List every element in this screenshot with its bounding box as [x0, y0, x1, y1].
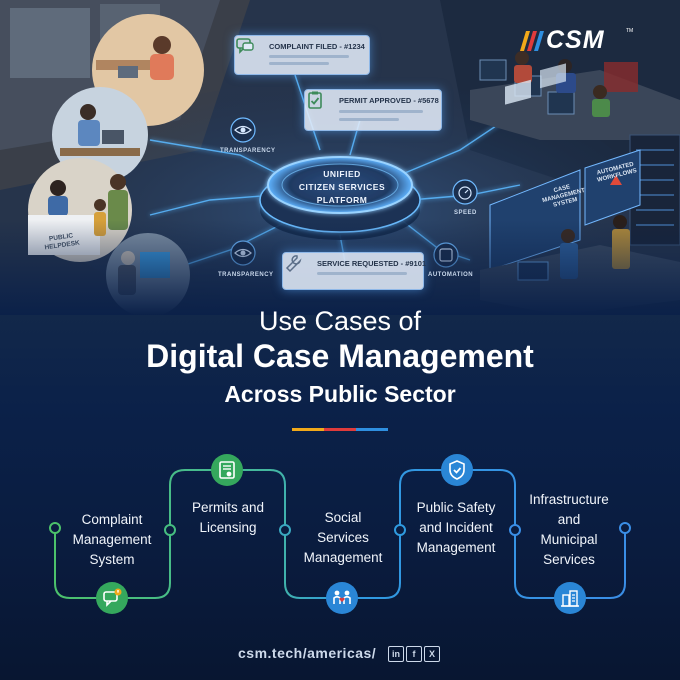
logo-trademark: TM [626, 28, 634, 34]
wrench-icon [285, 255, 302, 273]
people-heart-icon [326, 582, 358, 614]
step-social-services: Social Services Management [303, 510, 383, 565]
step-permits-licensing: Permits and Licensing [191, 500, 265, 535]
chat-alert-icon [96, 582, 128, 614]
clipboard-check-icon [308, 91, 322, 109]
shield-icon [441, 454, 473, 486]
chat-icon [236, 38, 254, 54]
logo-wordmark: CSM [546, 26, 605, 54]
logo-stripes-icon [520, 31, 544, 51]
service-requested-card: SERVICE REQUESTED - #9101 [282, 252, 427, 290]
facebook-icon[interactable]: f [406, 646, 422, 662]
x-twitter-icon[interactable]: X [424, 646, 440, 662]
hero-scene: COMPLAINT FILED - #1234 PERMIT APPROVED … [0, 0, 680, 315]
headline-line-2: Digital Case Management [146, 338, 534, 374]
step-public-safety: Public Safety and Incident Management [416, 500, 496, 555]
website-link[interactable]: csm.tech/americas/ [238, 645, 377, 661]
accent-bar-red [324, 428, 356, 431]
step-complaint-management: Complaint Management System [72, 512, 152, 567]
linkedin-icon[interactable]: in [388, 646, 404, 662]
stopwatch-icon [452, 179, 478, 205]
step-infrastructure: Infrastructure and Municipal Services [529, 492, 609, 567]
complaint-filed-card: COMPLAINT FILED - #1234 [234, 35, 370, 75]
use-case-flow: Complaint Management System Permits and … [0, 440, 680, 640]
platform-label: UNIFIED CITIZEN SERVICES PLATFORM [298, 169, 386, 205]
certificate-icon [211, 454, 243, 486]
accent-bar-blue [356, 428, 388, 431]
transparency-label-top: TRANSPARENCY [220, 148, 276, 154]
card-text: COMPLAINT FILED - #1234 [269, 42, 365, 51]
building-icon [554, 582, 586, 614]
card-text: SERVICE REQUESTED - #9101 [317, 259, 427, 268]
accent-bar-yellow [292, 428, 324, 431]
eye-icon-top [230, 117, 256, 143]
speed-label: SPEED [454, 210, 477, 216]
permit-approved-card: PERMIT APPROVED - #5678 [304, 89, 442, 131]
csm-logo: CSM TM [520, 26, 640, 54]
transparency-label-bottom: TRANSPARENCY [218, 272, 274, 278]
headline-line-1: Use Cases of [258, 306, 422, 336]
hero-illustration [0, 0, 680, 315]
card-text: PERMIT APPROVED - #5678 [339, 96, 439, 105]
automation-label: AUTOMATION [428, 272, 474, 278]
headline-line-3: Across Public Sector [224, 381, 456, 407]
platform-disc [259, 156, 421, 240]
